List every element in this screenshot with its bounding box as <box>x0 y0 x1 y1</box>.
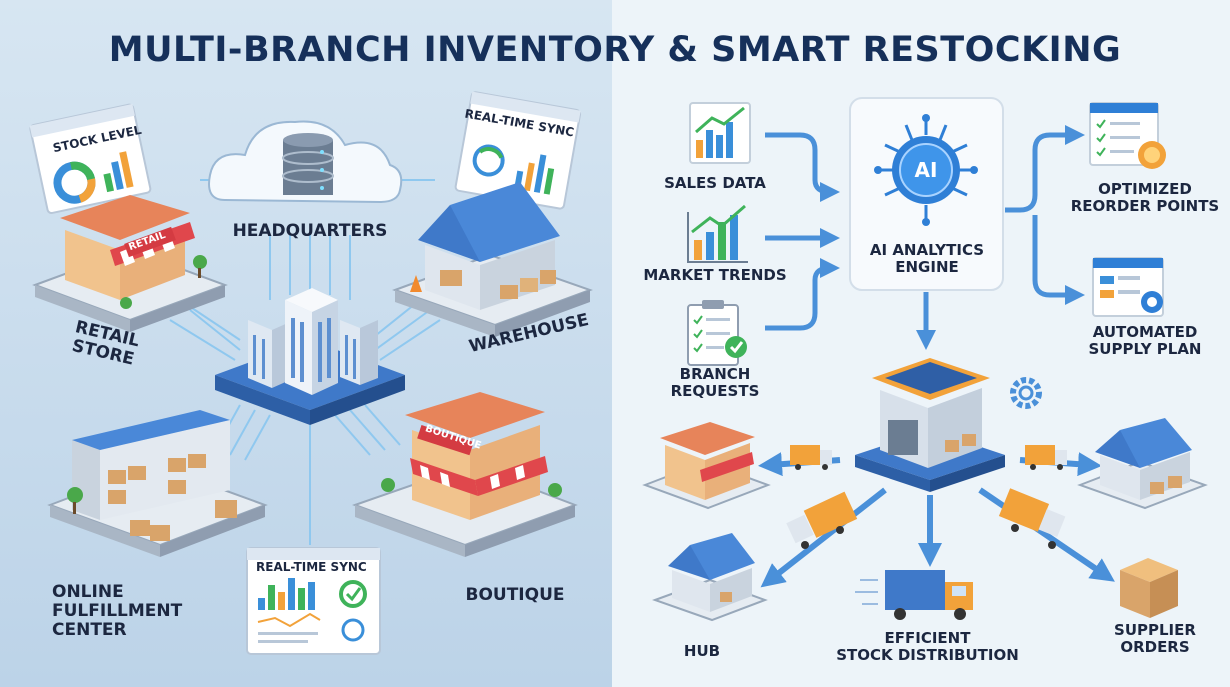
reorder-document-icon <box>1089 102 1166 169</box>
truck-icon <box>1025 445 1067 470</box>
warehouse-building <box>392 182 593 337</box>
market-trends-label: MARKET TRENDS <box>643 266 787 284</box>
database-icon <box>282 133 334 195</box>
truck-icon <box>786 491 858 549</box>
ai-chip-icon <box>874 114 978 226</box>
truck-icon <box>790 445 832 470</box>
supply-plan-icon <box>1092 257 1164 317</box>
sync-bottom-label: REAL-TIME SYNC <box>256 560 367 574</box>
distribution-center <box>855 358 1005 492</box>
network-lines <box>169 179 441 545</box>
truck-icon <box>998 488 1066 549</box>
hub-building <box>652 533 768 622</box>
retail-store-building <box>32 195 228 332</box>
clipboard-icon <box>687 300 747 366</box>
headquarters-towers <box>215 288 405 425</box>
output-arrows <box>916 125 1085 350</box>
sales-data-label: SALES DATA <box>664 174 766 192</box>
trend-chart-icon <box>687 204 748 263</box>
box-icon <box>1120 558 1178 618</box>
cloud-icon <box>208 120 403 204</box>
ai-badge: AI <box>914 158 938 182</box>
input-arrows <box>765 132 840 331</box>
small-store-building <box>642 422 771 510</box>
stock-level-panel <box>29 103 152 215</box>
sync-panel-top <box>454 91 582 210</box>
hub-label: HUB <box>683 642 721 660</box>
gear-icon <box>1010 377 1042 409</box>
sync-panel-bottom <box>246 547 381 655</box>
sales-chart-icon <box>689 102 751 164</box>
headquarters-label: HEADQUARTERS <box>232 221 388 241</box>
online-fulfillment-building <box>47 410 268 557</box>
small-warehouse-building <box>1077 418 1208 510</box>
truck-icon <box>855 570 973 620</box>
boutique-label: BOUTIQUE <box>465 585 565 605</box>
page-title: MULTI-BRANCH INVENTORY & SMART RESTOCKIN… <box>108 30 1122 70</box>
boutique-building <box>352 392 578 557</box>
